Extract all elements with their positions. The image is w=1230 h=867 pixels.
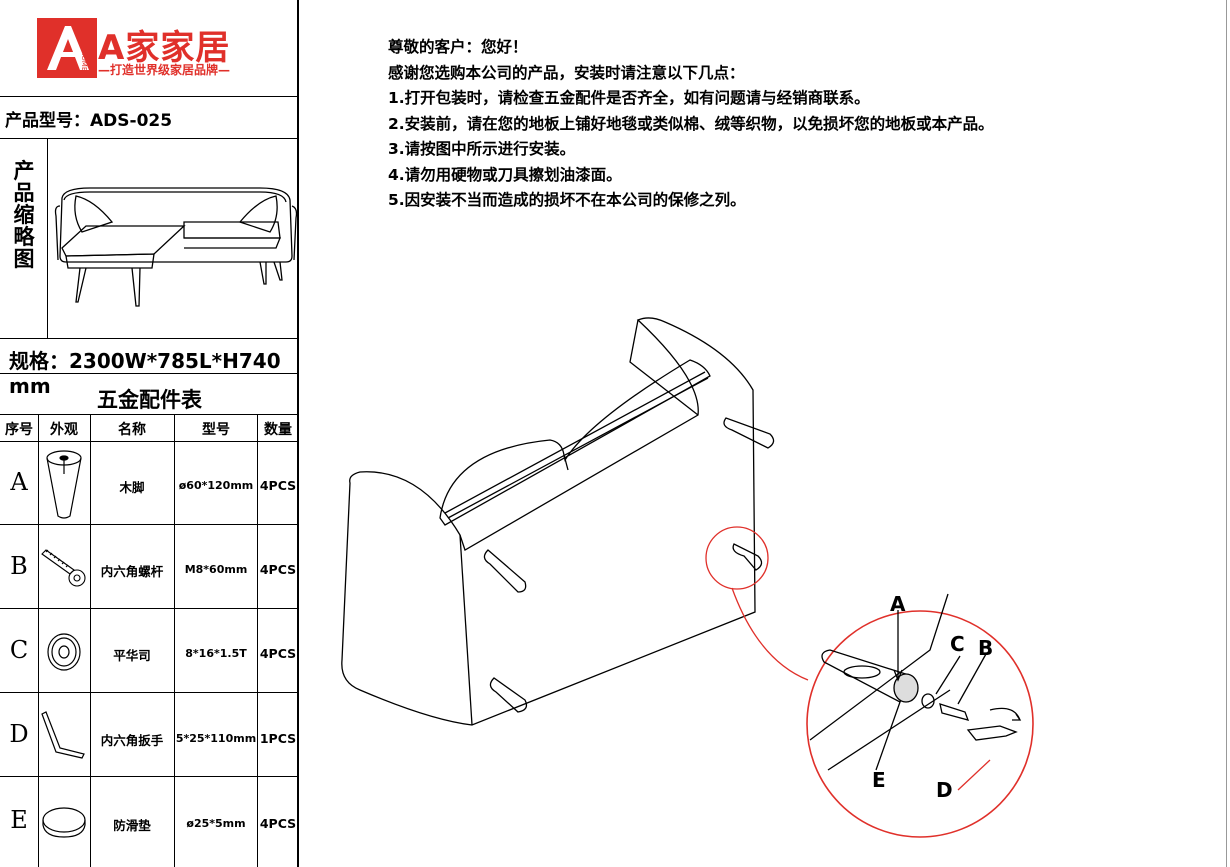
row-a-name: 木脚 bbox=[119, 480, 145, 495]
flat-washer-icon bbox=[44, 630, 84, 678]
callout-e: E bbox=[872, 768, 886, 792]
row-b-id: B bbox=[10, 552, 28, 580]
row-b-name: 内六角螺杆 bbox=[100, 564, 164, 579]
row-c-qty: 4PCS bbox=[259, 646, 297, 661]
callout-b: B bbox=[978, 636, 994, 660]
row-a-qty: 4PCS bbox=[259, 478, 297, 493]
row-b-spec: M8*60mm bbox=[184, 563, 248, 576]
anti-slip-pad-icon bbox=[40, 802, 88, 846]
note-intro: 感谢您选购本公司的产品，安装时请注意以下几点： bbox=[388, 63, 745, 82]
leg-right-middle bbox=[732, 543, 763, 571]
assembly-illustration bbox=[341, 317, 1034, 838]
header-index: 序号 bbox=[5, 422, 33, 438]
row-e-name: 防滑垫 bbox=[113, 818, 151, 833]
header-model: 型号 bbox=[202, 422, 230, 438]
row-e-qty: 4PCS bbox=[259, 816, 297, 831]
header-appearance: 外观 bbox=[50, 422, 78, 438]
callout-a: A bbox=[890, 592, 906, 616]
detail-view-circle bbox=[806, 610, 1034, 838]
row-d-spec: 5*25*110mm bbox=[175, 732, 257, 745]
note-greeting: 尊敬的客户：您好！ bbox=[388, 38, 528, 56]
installation-notes: 尊敬的客户：您好！ 感谢您选购本公司的产品，安装时请注意以下几点： 1.打开包装… bbox=[388, 35, 994, 214]
brand-logo-vertical-text: HOME bbox=[80, 50, 88, 72]
detail-hex-key bbox=[966, 725, 1018, 741]
model-label: 产品型号： bbox=[5, 111, 90, 131]
callout-d: D bbox=[936, 778, 953, 802]
header-qty: 数量 bbox=[264, 422, 292, 438]
row-d-qty: 1PCS bbox=[259, 731, 297, 746]
leg-left-middle bbox=[483, 549, 527, 593]
hardware-table-title: 五金配件表 bbox=[97, 388, 202, 412]
thumbnail-label: 产品缩略图 bbox=[13, 159, 35, 271]
sofa-thumbnail bbox=[50, 176, 298, 315]
note-5: 5.因安装不当而造成的损坏不在本公司的保修之列。 bbox=[388, 191, 746, 209]
hex-bolt-icon bbox=[40, 548, 88, 592]
callout-c: C bbox=[950, 632, 965, 656]
note-1: 1.打开包装时，请检查五金配件是否齐全，如有问题请与经销商联系。 bbox=[388, 89, 870, 107]
note-2: 2.安装前，请在您的地板上铺好地毯或类似棉、绒等织物，以免损坏您的地板或本产品。 bbox=[388, 114, 994, 133]
row-d-name: 内六角扳手 bbox=[100, 733, 164, 748]
page-right-border bbox=[1226, 0, 1227, 867]
row-a-id: A bbox=[10, 468, 28, 496]
row-c-id: C bbox=[9, 636, 29, 664]
row-e-spec: ø25*5mm bbox=[186, 817, 246, 830]
detail-washer bbox=[921, 693, 935, 709]
spec-value: 2300W*785L*H740 mm bbox=[9, 349, 281, 398]
brand-slogan: —打造世界级家居品牌— bbox=[98, 63, 231, 77]
leg-top-right bbox=[723, 417, 775, 449]
brand-logo bbox=[37, 18, 97, 78]
hardware-panel: HOME A家家居 —打造世界级家居品牌— 产品型号：ADS-025 产品缩略图 bbox=[0, 0, 299, 867]
header-name: 名称 bbox=[118, 422, 146, 438]
sofa-thumbnail-icon bbox=[54, 187, 298, 307]
row-b-qty: 4PCS bbox=[259, 562, 297, 577]
product-model: 产品型号：ADS-025 bbox=[5, 106, 172, 131]
wooden-leg-icon bbox=[42, 448, 86, 526]
sofa-body-outline bbox=[341, 317, 756, 726]
hex-key-icon bbox=[40, 708, 88, 768]
row-d-id: D bbox=[9, 720, 29, 748]
note-3: 3.请按图中所示进行安装。 bbox=[388, 140, 576, 158]
detail-bolt bbox=[939, 703, 970, 721]
detail-marker-circle bbox=[705, 526, 769, 590]
row-c-name: 平华司 bbox=[113, 648, 151, 663]
product-spec: 规格：2300W*785L*H740 mm bbox=[9, 345, 297, 398]
leg-bottom-left bbox=[489, 677, 528, 713]
model-value: ADS-025 bbox=[90, 111, 173, 131]
row-a-spec: ø60*120mm bbox=[178, 479, 254, 492]
spec-label: 规格： bbox=[9, 349, 69, 373]
note-4: 4.请勿用硬物或刀具擦划油漆面。 bbox=[388, 165, 622, 184]
row-c-spec: 8*16*1.5T bbox=[185, 647, 247, 660]
row-e-id: E bbox=[10, 806, 28, 834]
brand-name: A家家居 bbox=[98, 28, 231, 68]
brand-logo-mark-icon bbox=[37, 18, 97, 78]
